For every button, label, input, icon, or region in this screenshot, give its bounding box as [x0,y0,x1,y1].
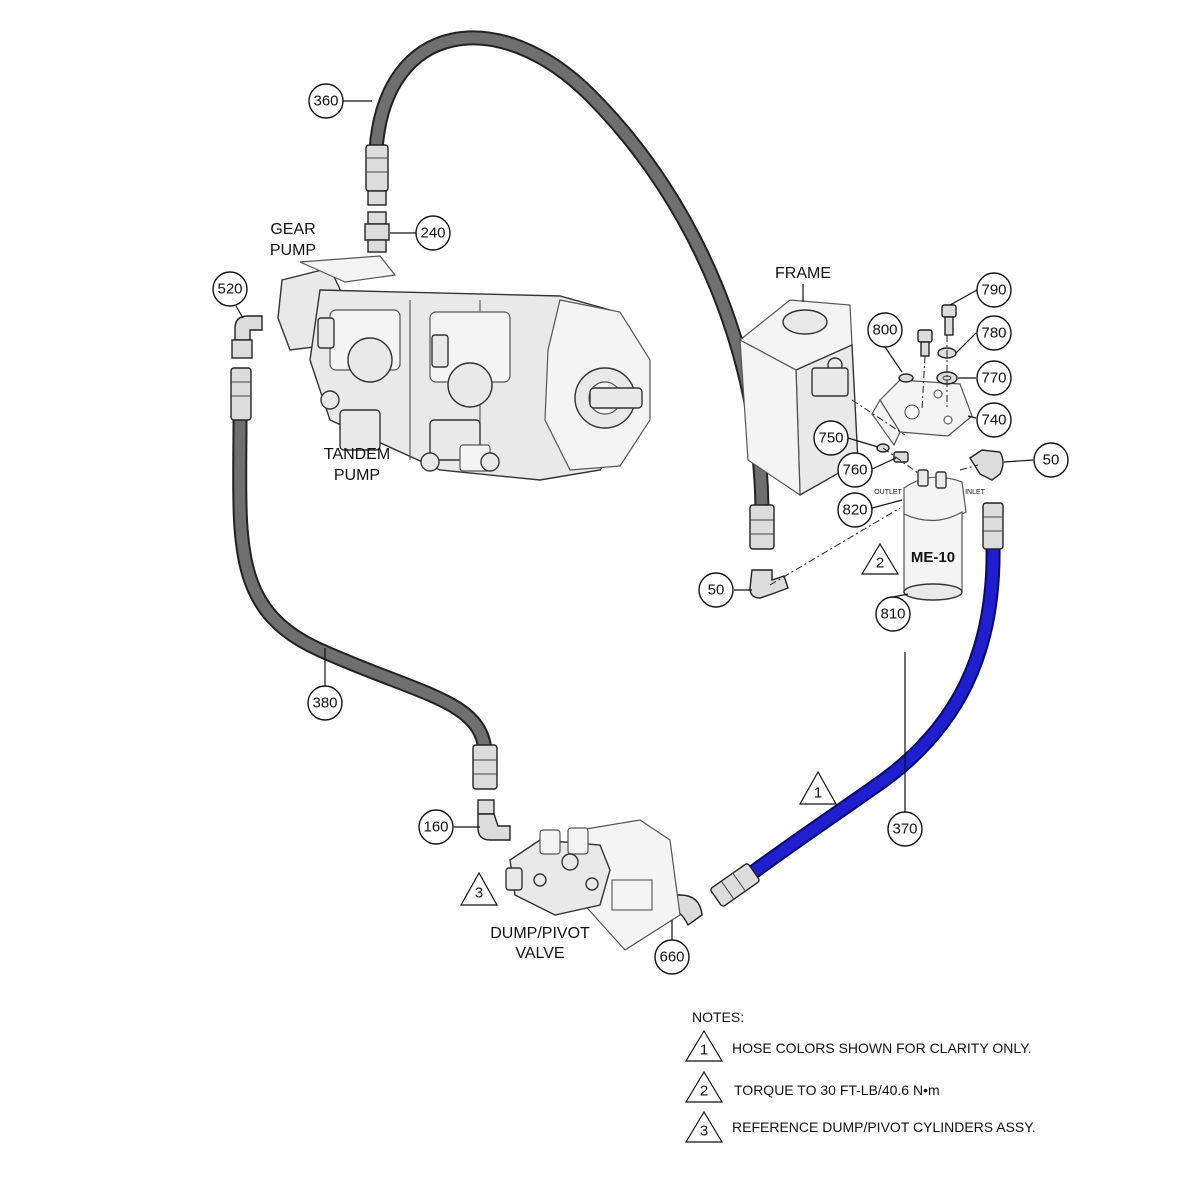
frame-bracket [738,299,859,497]
note-item-3-text: REFERENCE DUMP/PIVOT CYLINDERS ASSY. [732,1119,1036,1135]
assembly-center-lines [769,335,979,586]
callout-660: 660 [654,939,690,975]
callout-790-text: 790 [981,282,1006,299]
callout-160-text: 160 [423,819,448,836]
note-flag-1-text: 1 [814,785,822,802]
fitting-160 [477,799,511,841]
filter-assembly: ME-10 OUTLET INLET [874,469,986,601]
fitting-50-lower [749,569,789,599]
hose-end-fitting-360-bottom [749,504,775,550]
note-item-2: 2 TORQUE TO 30 FT-LB/40.6 N•m [684,1070,940,1103]
callout-360-text: 360 [313,93,338,110]
filter-model-label: ME-10 [911,549,955,566]
tandem-pump-label-line-2: PUMP [334,467,380,484]
dump-pivot-valve [505,819,681,951]
callout-740-text: 740 [981,412,1006,429]
hose-end-fitting-380-bottom [472,744,498,790]
callout-50-upper: 50 [1033,442,1069,478]
callout-820-text: 820 [842,502,867,519]
callout-370-text: 370 [892,821,917,838]
tandem-pump [277,255,651,481]
callout-380-text: 380 [312,695,337,712]
callout-800-text: 800 [872,322,897,339]
note-item-3-num: 3 [700,1123,708,1140]
callout-750: 750 [813,420,849,456]
filter-mounting-bracket [871,379,973,447]
valve-label-line-1: DUMP/PIVOT [490,925,590,942]
note-item-1: 1 HOSE COLORS SHOWN FOR CLARITY ONLY. [684,1029,1032,1062]
callout-370: 370 [887,811,923,847]
note-flag-2-text: 2 [876,555,884,572]
gear-pump-label-line-1: GEAR [270,221,315,238]
callout-810-text: 810 [880,606,905,623]
callout-660-text: 660 [659,949,684,966]
callout-810: 810 [875,596,911,632]
note-item-3: 3 REFERENCE DUMP/PIVOT CYLINDERS ASSY. [684,1110,1036,1143]
note-flag-3-text: 3 [475,885,483,902]
valve-label-line-2: VALVE [515,945,564,962]
callout-50-upper-text: 50 [1043,452,1060,469]
fitting-50-upper [969,449,1004,481]
filter-inlet-label: INLET [965,489,986,496]
callout-520-text: 520 [217,281,242,298]
callout-760-text: 760 [842,462,867,479]
callout-770: 770 [976,360,1012,396]
hose-370-fill [742,539,999,882]
callout-780: 780 [976,315,1012,351]
gear-pump-label-line-2: PUMP [270,242,316,259]
callout-780-text: 780 [981,325,1006,342]
hose-end-fitting-370-top [982,502,1004,550]
frame-label: FRAME [775,265,831,282]
note-item-1-text: HOSE COLORS SHOWN FOR CLARITY ONLY. [732,1040,1032,1056]
callout-790: 790 [976,272,1012,308]
filter-outlet-label: OUTLET [874,489,902,496]
callout-800: 800 [867,312,903,348]
note-item-2-text: TORQUE TO 30 FT-LB/40.6 N•m [734,1082,940,1098]
callout-240-text: 240 [420,225,445,242]
callout-750-text: 750 [818,430,843,447]
callout-240: 240 [415,215,451,251]
callout-360: 360 [308,83,344,119]
hose-end-fitting-360-top [365,144,389,206]
notes-block: NOTES: 1 HOSE COLORS SHOWN FOR CLARITY O… [684,1009,1036,1143]
callout-740: 740 [976,402,1012,438]
note-flag-2: 2 [860,542,900,575]
hose-370 [740,537,1001,884]
note-item-1-num: 1 [700,1042,708,1059]
callout-50-lower-text: 50 [708,582,725,599]
callout-770-text: 770 [981,370,1006,387]
hose-end-fitting-370-bottom [710,863,760,907]
hose-380 [232,412,493,758]
note-item-2-num: 2 [700,1083,708,1100]
callout-380: 380 [307,685,343,721]
callout-520: 520 [212,271,248,307]
note-flag-1: 1 [798,770,838,805]
fitting-520 [231,315,263,359]
fitting-240 [364,211,390,253]
notes-heading: NOTES: [692,1009,744,1025]
callout-160: 160 [418,809,454,845]
note-flag-3: 3 [459,871,499,906]
callout-50-lower: 50 [698,572,734,608]
tandem-pump-label-line-1: TANDEM [324,446,390,463]
callout-760: 760 [837,452,873,488]
hose-end-fitting-380-top [230,367,252,421]
leader-lines [235,100,1034,940]
hose-380-fill [234,414,491,756]
callout-820: 820 [837,492,873,528]
